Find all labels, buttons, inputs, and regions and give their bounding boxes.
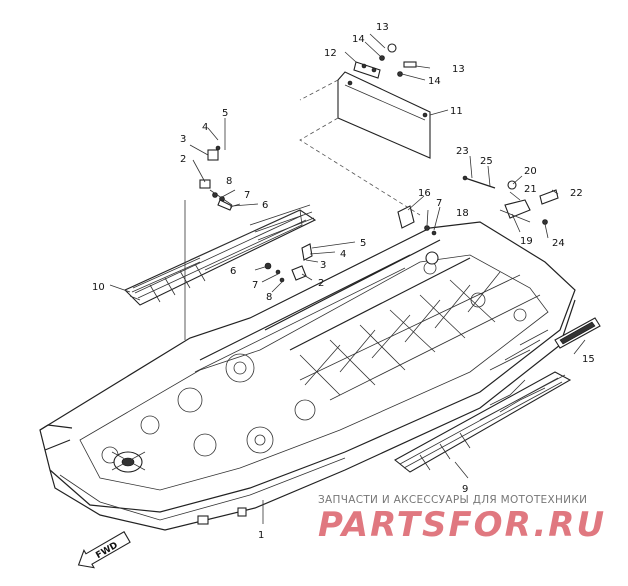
callout-1: 1 <box>258 530 264 541</box>
callout-20: 20 <box>524 166 537 177</box>
callout-7-right: 7 <box>436 198 442 209</box>
callout-6-upper: 6 <box>262 200 268 211</box>
callout-13-top: 13 <box>376 22 389 33</box>
callout-19: 19 <box>520 236 533 247</box>
fwd-arrow: FWD <box>77 531 131 569</box>
callout-labels: 1 2 2 3 3 4 4 5 5 6 6 7 7 7 8 8 9 10 11 … <box>92 22 595 541</box>
callout-8-lower: 8 <box>266 292 272 303</box>
watermark-tagline: ЗАПЧАСТИ И АКСЕССУАРЫ ДЛЯ МОТОТЕХНИКИ <box>318 494 588 506</box>
callout-6-lower: 6 <box>230 266 236 277</box>
callout-7-upper: 7 <box>244 190 250 201</box>
callout-14-right: 14 <box>428 76 441 87</box>
callout-11: 11 <box>450 106 463 117</box>
leader-lines <box>109 33 586 524</box>
footrest-right <box>394 371 572 473</box>
callout-13-right: 13 <box>452 64 465 75</box>
callout-12: 12 <box>324 48 337 59</box>
callout-7-lower: 7 <box>252 280 258 291</box>
callout-8-upper: 8 <box>226 176 232 187</box>
callout-4-upper: 4 <box>202 122 208 133</box>
callout-18: 18 <box>456 208 469 219</box>
callout-21: 21 <box>524 184 537 195</box>
callout-16: 16 <box>418 188 431 199</box>
callout-24: 24 <box>552 238 565 249</box>
callout-5-upper: 5 <box>222 108 228 119</box>
callout-3-upper: 3 <box>180 134 186 145</box>
callout-23: 23 <box>456 146 469 157</box>
callout-5-lower: 5 <box>360 238 366 249</box>
callout-25: 25 <box>480 156 493 167</box>
callout-2-upper: 2 <box>180 154 186 165</box>
callout-2-lower: 2 <box>318 278 324 289</box>
callout-4-lower: 4 <box>340 249 346 260</box>
callout-22: 22 <box>570 188 583 199</box>
callout-10: 10 <box>92 282 105 293</box>
frame-assembly <box>39 221 576 531</box>
callout-9: 9 <box>462 484 468 495</box>
footrest-left <box>124 204 317 306</box>
decal-plate <box>554 317 601 349</box>
watermark-logo: PARTSFOR.RU <box>318 505 607 545</box>
callout-14-left: 14 <box>352 34 365 45</box>
callout-15: 15 <box>582 354 595 365</box>
cover-plate <box>299 71 431 216</box>
callout-3-lower: 3 <box>320 260 326 271</box>
